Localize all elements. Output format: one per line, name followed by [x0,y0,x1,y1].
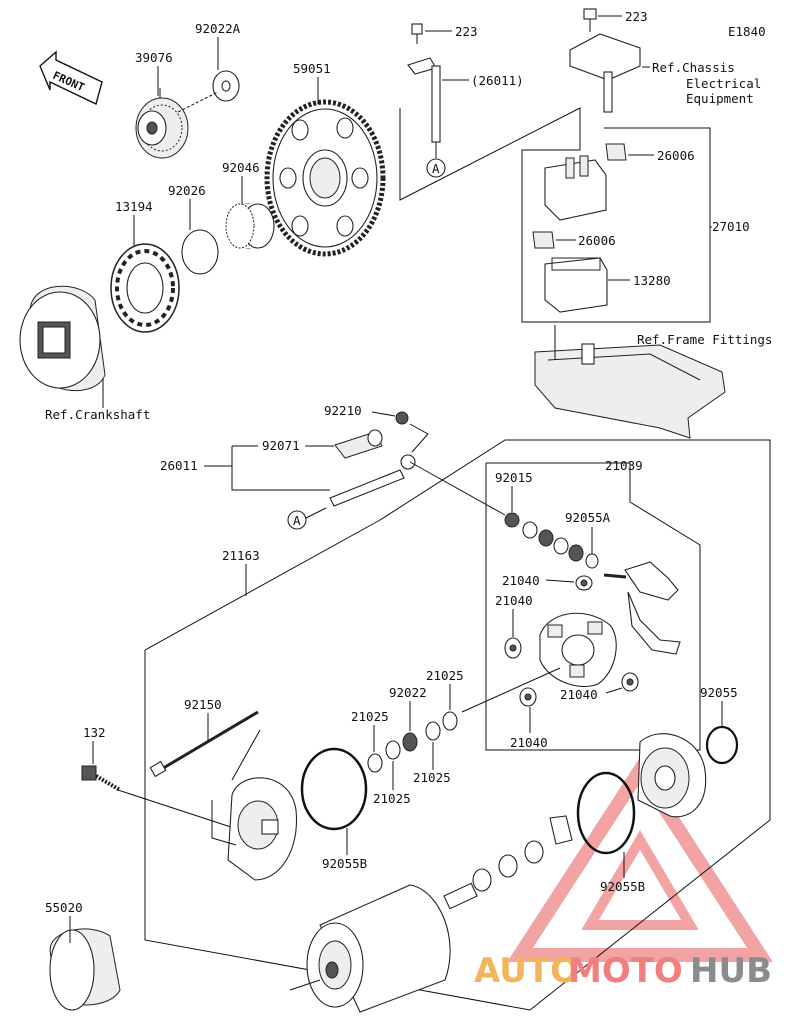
one-way-clutch-13194 [110,243,180,333]
label-21039: 21039 [605,458,643,473]
label-21040-c: 21040 [560,687,598,702]
starter-front-cover [637,733,707,818]
starter-idle-gear-59051 [264,99,386,257]
label-26011-lower: 26011 [160,458,198,473]
relay-case-13280 [544,257,608,313]
label-92150: 92150 [184,697,222,712]
label-92046: 92046 [222,160,260,175]
label-21025-c: 21025 [413,770,451,785]
brush-spring-21040-left [504,637,522,659]
terminal-bolt-assembly [603,561,681,655]
brush-spring-21040-right [621,672,639,692]
chassis-electrical-cover [569,33,641,113]
label-92055B-right: 92055B [600,879,645,894]
label-13280: 13280 [633,273,671,288]
label-92055A: 92055A [565,510,611,525]
bolt-223-left [411,23,423,44]
o-ring-92055 [705,725,739,765]
label-92055: 92055 [700,685,738,700]
label-92026: 92026 [168,183,206,198]
ref-chassis-1: Ref.Chassis [652,60,735,75]
needle-bearing-92046 [225,203,275,249]
thrust-washer-stack [472,815,573,892]
starter-cable-upper-26011 [407,57,441,158]
watermark-moto: MOTO [568,951,683,991]
starter-armature-body [306,882,478,1013]
nut-92015-and-washers [504,512,599,569]
brush-holder-plate [539,612,617,688]
starter-motor-assembly-outline [144,439,771,1011]
callout-a-upper: A [432,161,440,176]
fuse-26006-lower [532,231,555,249]
diagram-code: E1840 [728,24,766,39]
relay-assembly-outline [399,107,711,323]
o-ring-92055B-left [300,747,368,831]
washer-92026 [181,229,219,275]
label-55020: 55020 [45,900,83,915]
crankshaft-flywheel [19,285,106,391]
starter-cable-lower-26011 [329,411,416,507]
watermark-triangle-logo [507,757,773,962]
shim-stack [367,711,458,773]
watermark-logo-text: AUTO MOTO HUB [474,951,772,991]
motor-yoke-55020 [49,928,121,1011]
label-21025-a: 21025 [351,709,389,724]
fuse-26006-upper [605,143,627,161]
label-223-right: 223 [625,9,648,24]
bolt-223-right [583,8,597,32]
ref-crankshaft: Ref.Crankshaft [45,407,150,422]
label-59051: 59051 [293,61,331,76]
label-26006-upper: 26006 [657,148,695,163]
starter-clutch-gear-39076 [135,97,189,159]
label-92055B-left: 92055B [322,856,367,871]
through-bolt-92150 [149,710,259,778]
washer-92022A [212,70,240,102]
label-92022A: 92022A [195,21,241,36]
o-ring-92055B-right [576,771,636,855]
label-21040-b: 21040 [495,593,533,608]
label-92210: 92210 [324,403,362,418]
label-92015: 92015 [495,470,533,485]
brush-spring-21040-bottom [519,687,537,707]
ref-frame-fittings: Ref.Frame Fittings [637,332,772,347]
callout-a-lower: A [293,513,301,528]
label-27010: 27010 [712,219,750,234]
label-21025-d: 21025 [373,791,411,806]
ref-chassis-3: Equipment [686,91,754,106]
watermark-auto: AUTO [474,951,579,991]
starter-rear-cover [211,777,298,881]
label-132: 132 [83,725,106,740]
label-39076: 39076 [135,50,173,65]
watermark-hub: HUB [690,951,772,991]
label-21025-b: 21025 [426,668,464,683]
label-92071: 92071 [262,438,300,453]
brush-spring-21040-top [575,575,593,591]
label-21163: 21163 [222,548,260,563]
label-26006-lower: 26006 [578,233,616,248]
frame-fittings-bracket [534,343,726,439]
label-13194: 13194 [115,199,153,214]
label-26011-upper: (26011) [471,73,524,88]
starter-relay [544,155,607,221]
label-223-left: 223 [455,24,478,39]
label-21040-d: 21040 [510,735,548,750]
ref-chassis-2: Electrical [686,76,761,91]
bolt-132 [81,765,122,792]
front-direction-arrow: FRONT [39,50,103,105]
label-21040-a: 21040 [502,573,540,588]
brush-holder-assembly-outline [485,462,701,751]
label-92022: 92022 [389,685,427,700]
